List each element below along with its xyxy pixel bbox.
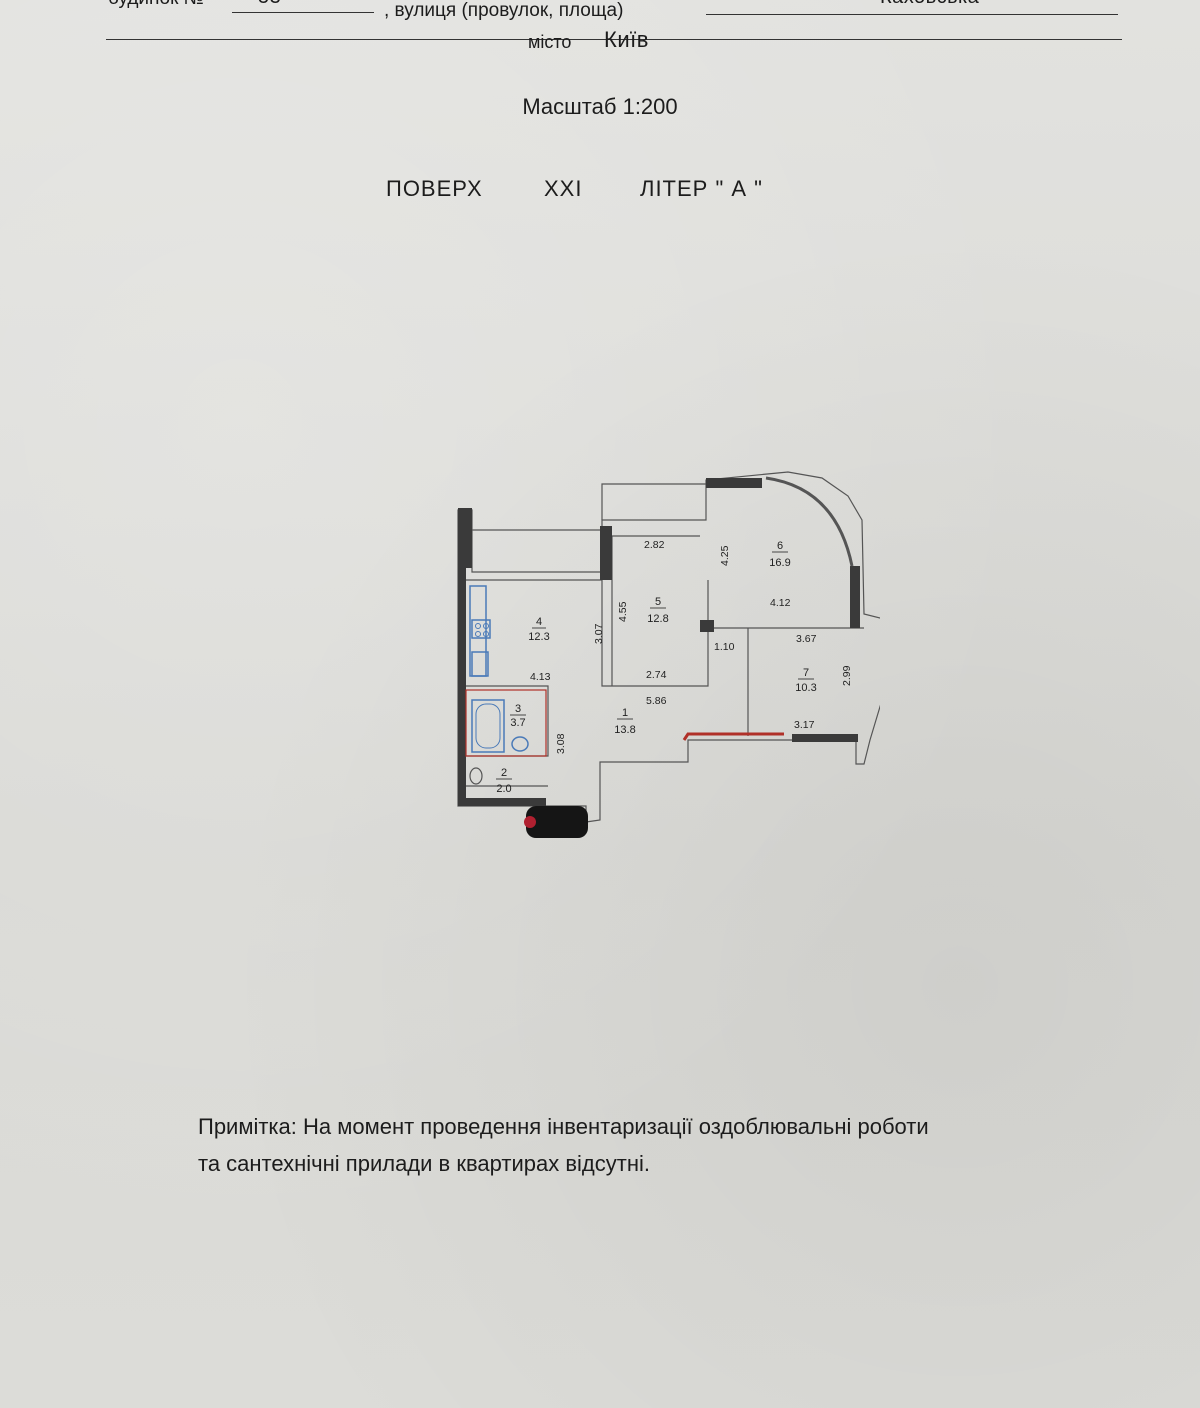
address-line [106,39,1122,40]
room7-number: 7 [803,667,809,679]
street-value: Каховська [880,0,979,9]
room4-area: 12.3 [528,631,549,643]
red-wall [682,732,784,741]
sink [471,651,489,677]
stove [471,619,491,639]
dim-413: 4.13 [530,671,551,683]
city-value: Київ [604,27,649,52]
room5-number: 5 [655,596,661,608]
dim-367: 3.67 [796,633,817,645]
room7-area: 10.3 [795,682,816,694]
bathroom-outline [465,689,547,757]
wall-mid [600,526,612,580]
room5-area: 12.8 [647,613,668,625]
wall-top-left [458,508,472,568]
note: Примітка: На момент проведення інвентари… [198,1108,1158,1182]
bathtub [471,699,505,753]
wall-bottom [458,798,546,806]
room4-number: 4 [536,616,542,628]
dim-299: 2.99 [841,665,853,686]
dim-425: 4.25 [719,545,731,566]
wall-right [850,566,860,628]
street-label: , вулиця (провулок, площа) [384,0,624,21]
room6-area: 16.9 [769,557,790,569]
floor-value: XXI [544,176,583,201]
building-label: будинок № [108,0,204,10]
scale-label: Масштаб 1:200 [522,94,678,119]
dim-317: 3.17 [794,719,815,731]
washbasin [511,736,529,752]
toilet [469,767,483,785]
redaction-mark [526,806,588,838]
floor-plan: 4 12.3 5 12.8 6 16.9 7 10.3 1 13.8 3 3.7… [457,471,880,838]
floor-label: ПОВЕРХ [386,176,483,201]
wall-left [458,568,466,806]
dim-282: 2.82 [644,539,665,551]
dim-586: 5.86 [646,695,667,707]
dim-307: 3.07 [593,623,605,644]
room5-balcony [601,483,706,520]
kitchen-balcony [471,530,602,573]
room2-number: 2 [501,767,507,779]
room2-area: 2.0 [496,783,511,795]
room6-number: 6 [777,540,783,552]
street-underline [706,14,1118,15]
dim-455: 4.55 [617,601,629,622]
building-number: 53 [258,0,281,9]
note-line-1: Примітка: На момент проведення інвентари… [198,1114,929,1139]
room1-area: 13.8 [614,724,635,736]
room3-area: 3.7 [510,717,525,729]
room1-number: 1 [622,707,628,719]
wall-top-right [706,478,762,488]
room3-number: 3 [515,703,521,715]
letter-label: ЛІТЕР " А " [640,176,763,201]
interior-walls [462,535,864,787]
dim-412: 4.12 [770,597,791,609]
dim-274: 2.74 [646,669,667,681]
wall-bottom-right [792,734,858,742]
dim-110: 1.10 [714,641,735,653]
city-label: місто [528,32,572,52]
note-line-2: та сантехнічні прилади в квартирах відсу… [198,1151,650,1176]
dim-308: 3.08 [555,733,567,754]
outer-wall [457,471,880,823]
curved-window [765,476,854,567]
pillar [700,620,714,632]
building-underline [232,12,374,13]
